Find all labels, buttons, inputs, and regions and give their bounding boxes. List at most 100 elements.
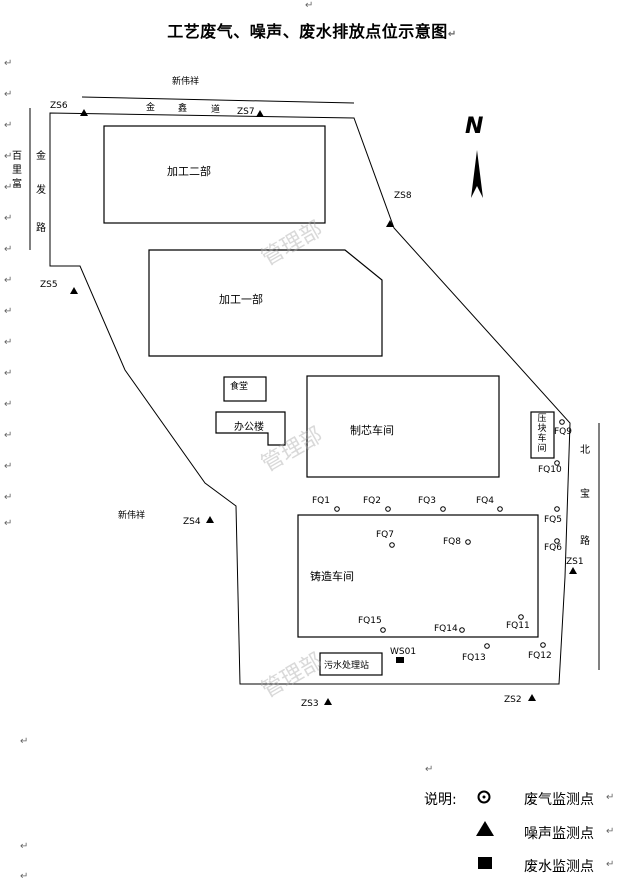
gas-point-label: FQ2 bbox=[363, 496, 381, 506]
building-name-processing-1: 加工一部 bbox=[219, 293, 263, 306]
paragraph-mark: ↵ bbox=[4, 213, 13, 224]
noise-point-label: ZS3 bbox=[301, 699, 319, 709]
noise-point-marker bbox=[386, 220, 394, 227]
paragraph-mark: ↵ bbox=[4, 430, 13, 441]
road-line-top bbox=[81, 96, 355, 104]
paragraph-mark: ↵ bbox=[4, 518, 13, 529]
noise-point-marker bbox=[569, 567, 577, 574]
road-label-bottom-left: 新伟祥 bbox=[118, 511, 146, 521]
gas-point-label: FQ15 bbox=[358, 616, 382, 626]
noise-point-marker bbox=[206, 516, 214, 523]
gas-point-label: FQ3 bbox=[418, 496, 436, 506]
building-name-wastewater-station: 污水处理站 bbox=[324, 661, 370, 671]
building-name-office: 办公楼 bbox=[234, 422, 264, 433]
gas-point-label: FQ6 bbox=[544, 543, 562, 553]
building-press-block bbox=[530, 411, 555, 459]
gas-point-label: FQ11 bbox=[506, 621, 530, 631]
gas-point-label: FQ8 bbox=[443, 537, 461, 547]
paragraph-mark: ↵ bbox=[20, 871, 29, 882]
paragraph-mark: ↵ bbox=[425, 764, 434, 775]
road-label-right: 路 bbox=[580, 536, 590, 547]
gas-point-marker bbox=[334, 506, 340, 512]
paragraph-mark: ↵ bbox=[4, 182, 13, 193]
paragraph-mark: ↵ bbox=[305, 0, 314, 11]
building-name-press-block: 压 bbox=[537, 414, 547, 424]
gas-point-marker bbox=[380, 627, 386, 633]
noise-point-marker bbox=[528, 694, 536, 701]
gas-point-label: FQ7 bbox=[376, 530, 394, 540]
legend-gas-label: 废气监测点 bbox=[524, 792, 594, 808]
gas-point-marker bbox=[465, 539, 471, 545]
paragraph-mark: ↵ bbox=[4, 58, 13, 69]
gas-point-marker bbox=[554, 538, 560, 544]
road-label-left-outer: 里 bbox=[12, 165, 22, 176]
gas-point-label: FQ10 bbox=[538, 465, 562, 475]
noise-point-label: ZS8 bbox=[394, 191, 412, 201]
page-title: 工艺废气、噪声、废水排放点位示意图↵ bbox=[167, 22, 457, 41]
site-boundary bbox=[49, 112, 571, 685]
paragraph-mark: ↵ bbox=[4, 275, 13, 286]
paragraph-mark: ↵ bbox=[4, 368, 13, 379]
water-point-marker bbox=[396, 657, 404, 663]
building-name-press-block: 车 bbox=[537, 434, 547, 444]
building-name-casting-workshop: 铸造车间 bbox=[310, 570, 354, 583]
noise-point-label: ZS4 bbox=[183, 517, 201, 527]
gas-point-marker bbox=[440, 506, 446, 512]
legend-water-label: 废水监测点 bbox=[524, 859, 594, 875]
building-casting-workshop bbox=[297, 514, 539, 638]
building-core-workshop bbox=[306, 375, 500, 478]
road-label-left-inner: 发 bbox=[36, 185, 46, 196]
gas-point-marker bbox=[459, 627, 465, 633]
gas-point-marker bbox=[389, 542, 395, 548]
road-label-left-outer: 百 bbox=[12, 151, 22, 162]
gas-point-marker bbox=[554, 460, 560, 466]
noise-point-label: ZS5 bbox=[40, 280, 58, 290]
paragraph-mark: ↵ bbox=[20, 736, 29, 747]
road-label-left-inner: 金 bbox=[36, 151, 46, 162]
noise-point-marker bbox=[70, 287, 78, 294]
legend-noise-icon bbox=[476, 821, 494, 836]
legend-water-icon bbox=[478, 857, 492, 869]
building-canteen bbox=[223, 376, 267, 402]
gas-point-label: FQ4 bbox=[476, 496, 494, 506]
north-arrow-icon bbox=[471, 150, 483, 198]
building-name-core-workshop: 制芯车间 bbox=[350, 424, 394, 437]
paragraph-mark: ↵ bbox=[4, 120, 13, 131]
road-label-top-inner: 鑫 bbox=[178, 104, 188, 114]
road-label-right: 北 bbox=[580, 445, 590, 456]
gas-points bbox=[334, 419, 565, 649]
building-name-press-block: 块 bbox=[537, 424, 547, 434]
gas-point-marker bbox=[497, 506, 503, 512]
north-label: N bbox=[465, 114, 484, 139]
noise-point-label: ZS2 bbox=[504, 695, 522, 705]
gas-point-marker bbox=[554, 506, 560, 512]
gas-point-marker bbox=[484, 643, 490, 649]
noise-point-marker bbox=[80, 109, 88, 116]
legend-prefix: 说明: bbox=[424, 792, 457, 808]
road-label-left-inner: 路 bbox=[36, 223, 46, 234]
noise-point-marker bbox=[324, 698, 332, 705]
road-label-top-inner: 道 bbox=[211, 105, 221, 115]
paragraph-mark: ↵ bbox=[4, 492, 13, 503]
noise-point-label: ZS1 bbox=[566, 557, 584, 567]
paragraph-mark: ↵ bbox=[606, 792, 615, 803]
paragraph-mark: ↵ bbox=[606, 826, 615, 837]
building-name-canteen: 食堂 bbox=[230, 382, 249, 392]
building-wastewater-station bbox=[319, 652, 383, 676]
paragraph-mark: ↵ bbox=[606, 859, 615, 870]
water-point-label: WS01 bbox=[390, 647, 417, 657]
paragraph-mark: ↵ bbox=[4, 89, 13, 100]
legend-noise-label: 噪声监测点 bbox=[524, 826, 594, 842]
noise-point-label: ZS6 bbox=[50, 101, 68, 111]
paragraph-mark: ↵ bbox=[4, 306, 13, 317]
gas-point-marker bbox=[540, 642, 546, 648]
gas-point-label: FQ5 bbox=[544, 515, 562, 525]
gas-point-marker bbox=[385, 506, 391, 512]
gas-point-label: FQ1 bbox=[312, 496, 330, 506]
paragraph-mark: ↵ bbox=[4, 244, 13, 255]
gas-point-marker bbox=[559, 419, 565, 425]
gas-point-label: FQ14 bbox=[434, 624, 458, 634]
gas-point-marker bbox=[518, 614, 524, 620]
paragraph-mark: ↵ bbox=[20, 841, 29, 852]
building-office bbox=[215, 411, 286, 446]
